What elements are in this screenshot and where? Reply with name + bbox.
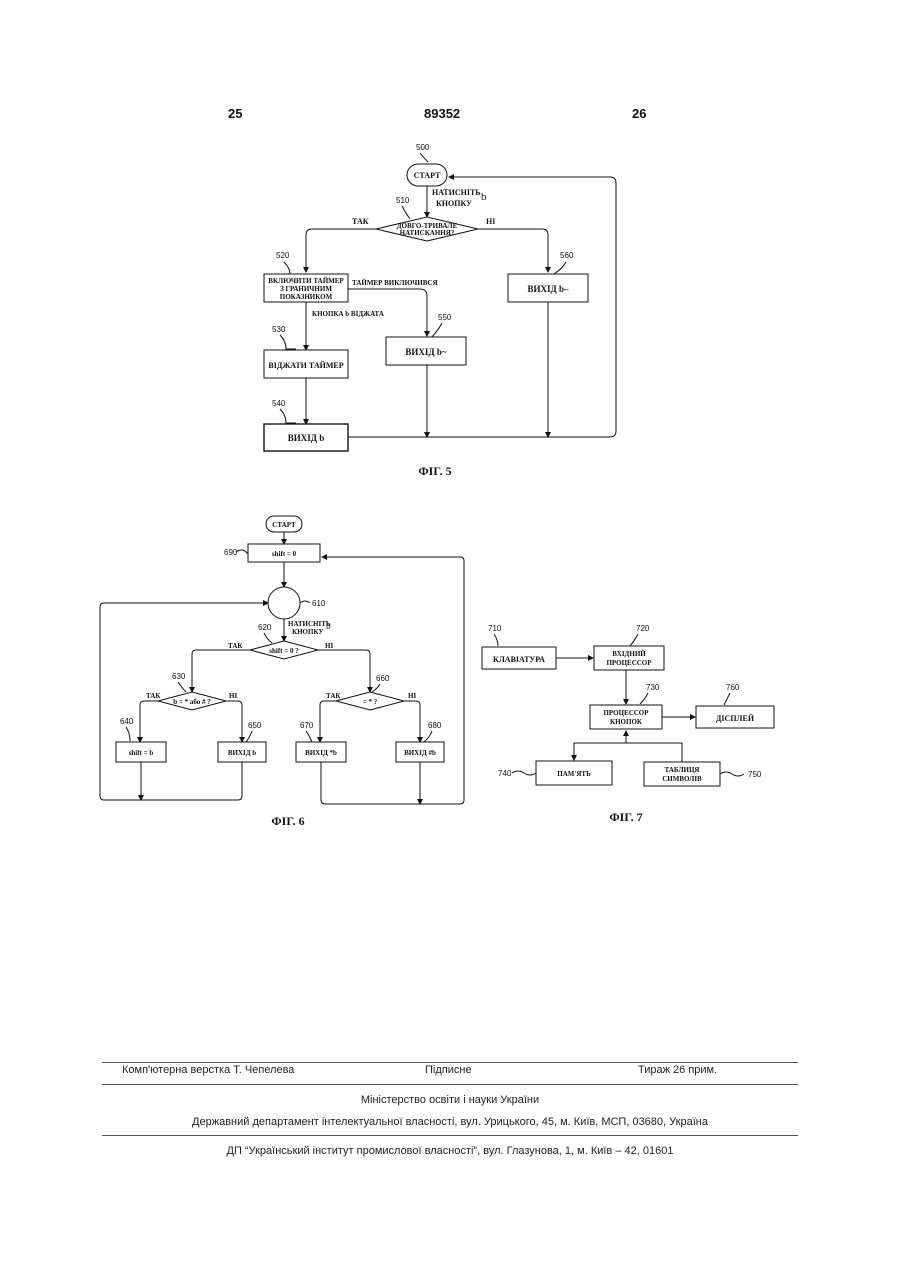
ref-550: 550 xyxy=(438,313,452,322)
memory-label: ПАМ'ЯТЬ xyxy=(557,770,591,778)
signed-note: Підписне xyxy=(425,1064,472,1076)
yes-label: ТАК xyxy=(352,217,369,226)
ref-690: 690 xyxy=(224,548,238,557)
key-processor-1: ПРОЦЕССОР xyxy=(603,709,649,717)
released-label: КНОПКА b ВІДЖАТА xyxy=(312,310,384,318)
decision-text-2: НАТИСКАННЯ? xyxy=(400,229,455,237)
timer-text-3: ПОКАЗНИКОМ xyxy=(280,293,333,301)
input-processor-1: ВХІДНИЙ xyxy=(612,650,646,658)
symbol-table-1: ТАБЛИЦЯ xyxy=(665,766,700,774)
ref-720: 720 xyxy=(636,624,650,633)
ref-710: 710 xyxy=(488,624,502,633)
connector-610 xyxy=(268,587,300,619)
ref-740: 740 xyxy=(498,769,512,778)
ref-560: 560 xyxy=(560,251,574,260)
output-b-minus-label: ВИХІД b– xyxy=(528,284,569,294)
fig6-no-1: НІ xyxy=(325,642,333,650)
fig6-caption: ФІГ. 6 xyxy=(271,814,304,828)
timer-text-2: З ГРАНИЧНИМ xyxy=(280,285,332,293)
institute-line: ДП “Український інститут промислової вла… xyxy=(102,1145,798,1157)
symbol-table-2: СИМВОЛІВ xyxy=(662,775,702,783)
fig6-press-2: КНОПКУ xyxy=(292,628,323,636)
output-hash-b-label: ВИХІД #b xyxy=(404,749,436,757)
fig6-yes-1: ТАК xyxy=(228,642,243,650)
fig6-output-b-label: ВИХІД b xyxy=(228,749,256,757)
fig6-no-3: НІ xyxy=(408,692,416,700)
ref-750: 750 xyxy=(748,770,762,779)
no-label: НІ xyxy=(486,217,495,226)
ref-630: 630 xyxy=(172,672,186,681)
output-star-b-label: ВИХІД *b xyxy=(305,749,337,757)
fig6-start-label: СТАРТ xyxy=(272,521,296,529)
figure-7: 710 КЛАВІАТУРА 720 ВХІДНИЙ ПРОЦЕССОР 730… xyxy=(482,624,774,824)
ref-730: 730 xyxy=(646,683,660,692)
press-label-b: b xyxy=(481,191,487,203)
fig6-yes-2: ТАК xyxy=(146,692,161,700)
footer-rule-3 xyxy=(102,1135,798,1136)
ref-680: 680 xyxy=(428,721,442,730)
print-run: Тираж 26 прим. xyxy=(638,1064,717,1076)
timer-text-1: ВКЛЮЧИТИ ТАЙМЕР xyxy=(268,277,344,285)
display-label: ДІСПЛЕЙ xyxy=(716,714,755,723)
fig6-no-2: НІ xyxy=(229,692,237,700)
press-label-2: КНОПКУ xyxy=(436,199,472,208)
ref-530: 530 xyxy=(272,325,286,334)
key-processor-2: КНОПОК xyxy=(610,718,643,726)
ref-650: 650 xyxy=(248,721,262,730)
fig5-caption: ФІГ. 5 xyxy=(418,464,451,478)
ref-500: 500 xyxy=(416,143,430,152)
shift-init-label: shift = 0 xyxy=(272,550,297,558)
ref-520: 520 xyxy=(276,251,290,260)
shift-b-label: shift = b xyxy=(129,749,154,757)
footer-rule-1 xyxy=(102,1062,798,1063)
keyboard-label: КЛАВІАТУРА xyxy=(493,655,545,664)
ref-640: 640 xyxy=(120,717,134,726)
ref-510: 510 xyxy=(396,196,410,205)
ref-760: 760 xyxy=(726,683,740,692)
department-line: Державний департамент інтелектуальної вл… xyxy=(102,1116,798,1128)
ref-610: 610 xyxy=(312,599,326,608)
footer-rule-2 xyxy=(102,1084,798,1085)
star-check-label: = * ? xyxy=(363,698,378,706)
start-label: СТАРТ xyxy=(414,171,441,180)
ministry-line: Міністерство освіти і науки України xyxy=(102,1094,798,1106)
ref-540: 540 xyxy=(272,399,286,408)
timer-off-label: ТАЙМЕР ВИКЛЮЧИВСЯ xyxy=(352,279,438,287)
press-label-1: НАТИСНІТЬ xyxy=(432,188,481,197)
shift-check-label: shift = 0 ? xyxy=(269,647,299,655)
figure-5: 500 СТАРТ НАТИСНІТЬ b КНОПКУ 510 ДОВГО-Т… xyxy=(264,143,616,478)
release-timer-label: ВІДЖАТИ ТАЙМЕР xyxy=(268,361,343,370)
output-b-label: ВИХІД b xyxy=(288,433,324,443)
star-or-hash-label: b = * або # ? xyxy=(173,698,211,706)
ref-660: 660 xyxy=(376,674,390,683)
fig6-yes-3: ТАК xyxy=(326,692,341,700)
typesetting-credit: Комп'ютерна верстка Т. Чепелева xyxy=(122,1064,294,1076)
fig6-press-b: b xyxy=(326,621,331,631)
fig6-press-1: НАТИСНІТЬ xyxy=(288,620,331,628)
ref-670: 670 xyxy=(300,721,314,730)
fig7-caption: ФІГ. 7 xyxy=(609,810,642,824)
output-b-tilde-label: ВИХІД b~ xyxy=(405,347,446,357)
ref-620: 620 xyxy=(258,623,272,632)
figure-6: СТАРТ 690 shift = 0 610 НАТИСНІТЬ b КНОП… xyxy=(100,516,464,828)
footer-imprint-row: Комп'ютерна верстка Т. Чепелева Підписне… xyxy=(102,1064,798,1082)
input-processor-2: ПРОЦЕССОР xyxy=(606,659,652,667)
